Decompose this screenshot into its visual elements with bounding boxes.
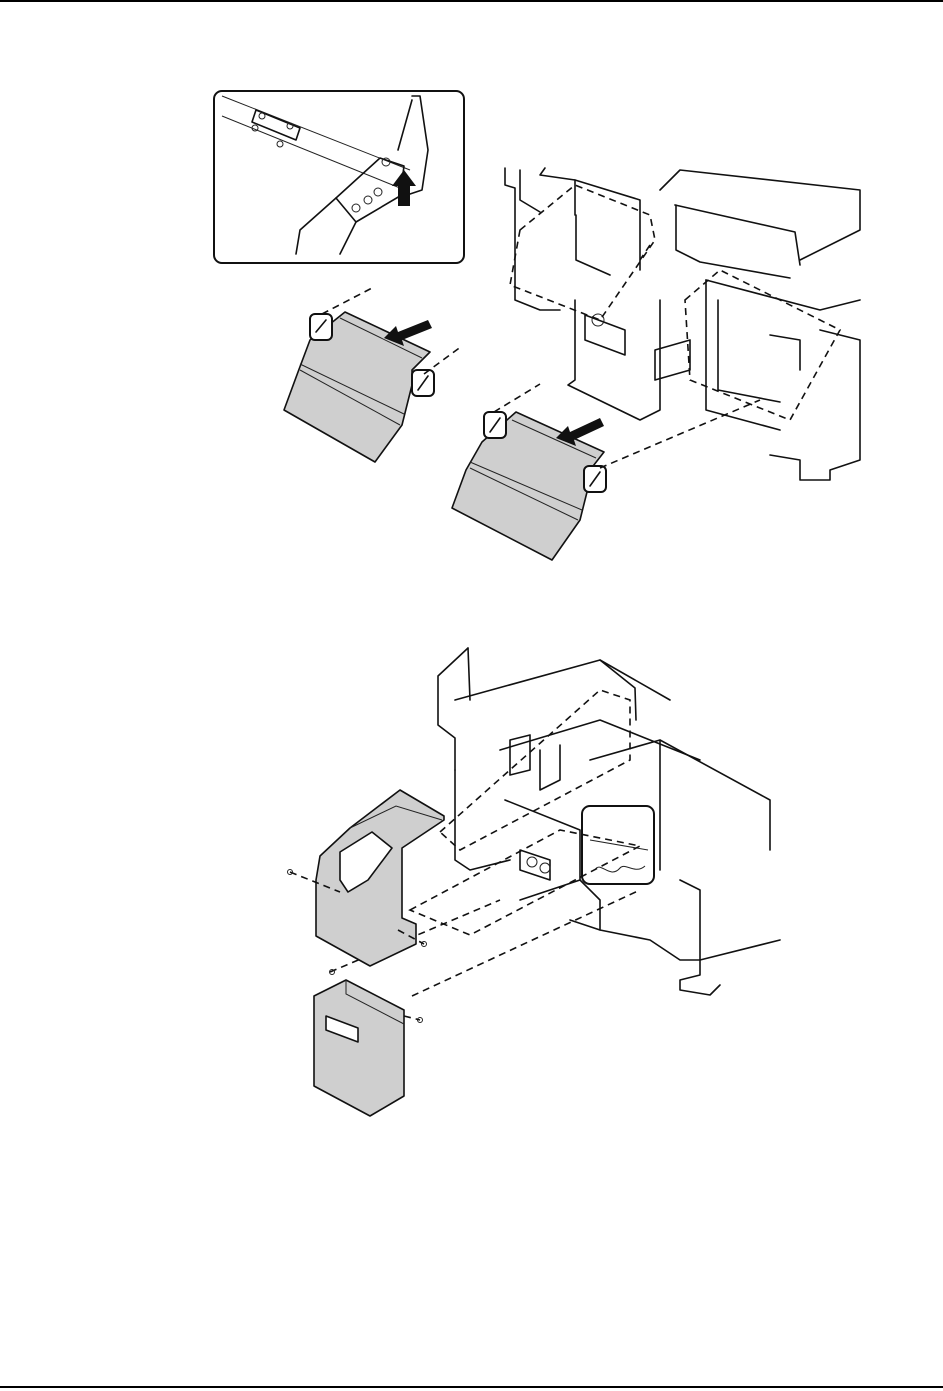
- footer-rule: [0, 1386, 943, 1388]
- cover-lower: [314, 970, 423, 1117]
- cover-upper: [288, 790, 445, 966]
